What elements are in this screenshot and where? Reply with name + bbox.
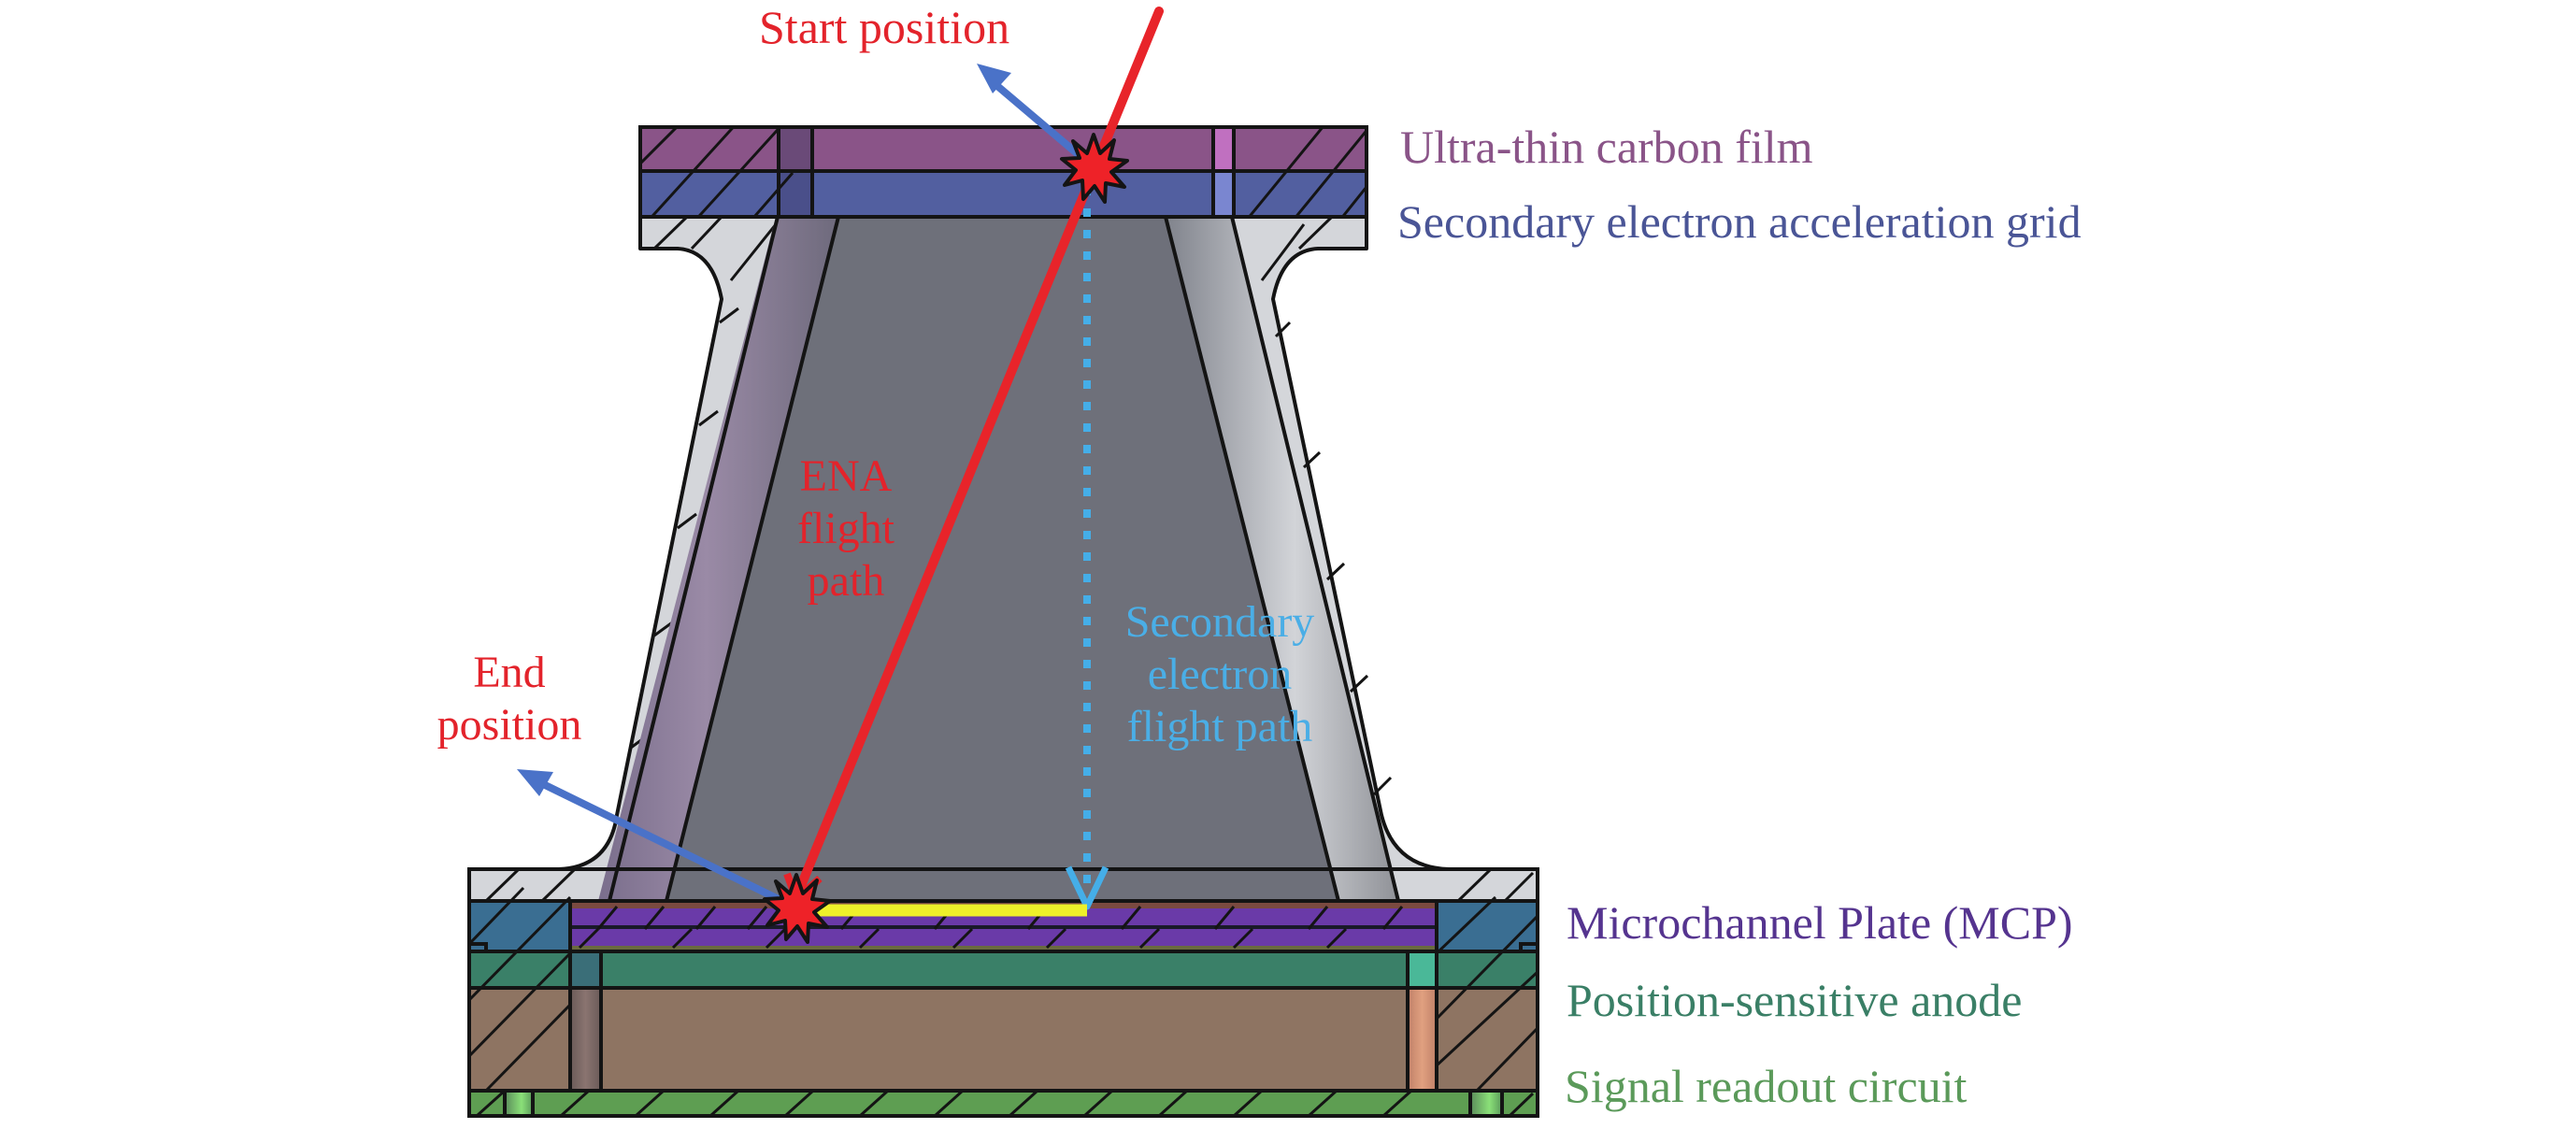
acceleration-grid-layer: [640, 171, 1367, 217]
end-emission-arrow: [536, 778, 792, 908]
carbon-film-label: Ultra-thin carbon film: [1400, 121, 1813, 173]
start-position-label: Start position: [759, 1, 1010, 53]
secondary-electron-path-label: Secondary electron flight path: [1103, 596, 1337, 753]
ena-label-line-2: flight: [797, 504, 894, 553]
end-position-line-2: position: [436, 700, 582, 750]
end-position-line-1: End: [473, 648, 546, 697]
chamber-wall-right: [1166, 217, 1400, 901]
start-impact-icon: [1060, 133, 1129, 204]
acceleration-grid-label: Secondary electron acceleration grid: [1397, 195, 2082, 248]
flight-chamber: [603, 217, 1397, 901]
end-emission-arrowhead: [517, 769, 553, 796]
readout-body: [469, 988, 1538, 1091]
readout-circuit-layer: [469, 1091, 1538, 1116]
se-label-line-1: Secondary: [1124, 597, 1315, 647]
ena-flight-path-label: ENA flight path: [776, 450, 916, 607]
start-emission-arrowhead: [977, 64, 1011, 93]
anode-label: Position-sensitive anode: [1567, 974, 2023, 1026]
top-plate: [638, 125, 1368, 219]
mcp-label: Microchannel Plate (MCP): [1567, 896, 2073, 949]
base-stack: [467, 867, 1539, 1118]
chamber-wall-left: [598, 217, 838, 901]
end-position-label: End position: [422, 647, 596, 751]
anode-layer: [469, 951, 1538, 988]
ena-label-line-3: path: [807, 556, 885, 606]
se-label-line-2: electron: [1147, 650, 1293, 699]
ena-label-line-1: ENA: [799, 451, 893, 501]
readout-circuit-label: Signal readout circuit: [1565, 1060, 1968, 1112]
se-label-line-3: flight path: [1126, 702, 1313, 751]
chamber-outlines: [608, 216, 1400, 902]
carbon-film-layer: [640, 127, 1367, 171]
start-emission-arrow: [988, 77, 1092, 167]
end-impact-icon: [763, 873, 832, 944]
